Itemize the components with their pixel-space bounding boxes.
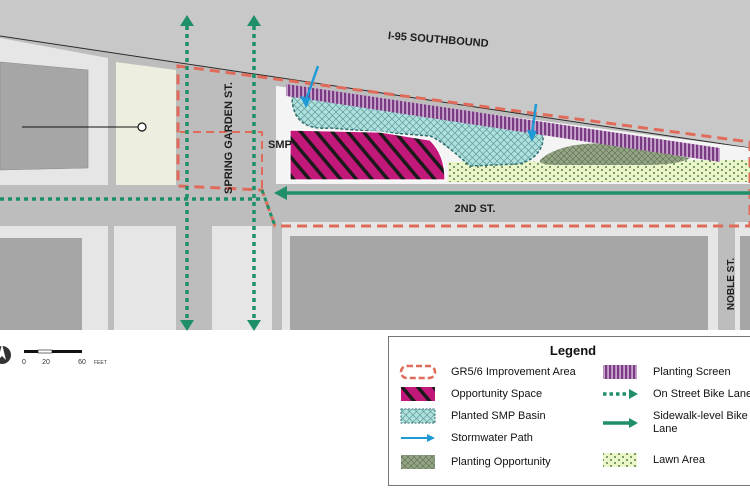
lower-block-2 (114, 226, 176, 330)
far-right-building (740, 236, 750, 330)
on-street-bike-lane-vertical-2 (247, 15, 261, 331)
on-street-bike-lane-vertical-1 (180, 15, 194, 331)
legend-label: Sidewalk-level Bike Lane (653, 410, 748, 435)
legend-item-sidewalk-bike-lane: Sidewalk-level Bike Lane (601, 409, 750, 437)
legend-item-smp-basin: Planted SMP Basin (399, 405, 546, 427)
lower-left-building (0, 238, 82, 330)
improvement-area-inner (180, 131, 263, 190)
on-street-bike-lane-diagonal (260, 189, 277, 227)
legend-label: GR5/6 Improvement Area (451, 365, 576, 378)
legend-label: On Street Bike Lane (653, 387, 750, 400)
lower-right-building (290, 236, 708, 330)
north-arrow-icon (0, 344, 11, 364)
legend-title: Legend (549, 343, 597, 358)
stormwater-path-1 (300, 65, 320, 108)
legend: Legend GR5/6 Improvement Area Opportunit… (388, 336, 750, 486)
spring-garden-street-label: SPRING GARDEN ST. (223, 82, 235, 194)
sidewalk-bike-lane (274, 186, 750, 200)
scale-segment-1 (24, 350, 38, 353)
legend-label: Opportunity Space (451, 387, 543, 400)
green-solid-arrow-icon (603, 418, 638, 428)
legend-label: Lawn Area (653, 453, 705, 466)
legend-item-lawn-area: Lawn Area (601, 449, 705, 471)
smp-callout: SMP (268, 139, 292, 151)
planted-smp-basin (291, 95, 544, 167)
park-parcel (116, 62, 176, 185)
legend-item-opportunity-space: Opportunity Space (399, 383, 542, 405)
purple-stripes-icon (603, 365, 637, 379)
scale-segment-3 (52, 350, 82, 353)
scale-tick-0: 0 (22, 359, 26, 366)
teal-crosshatch-icon (400, 408, 436, 424)
scale-segment-2 (37, 349, 53, 354)
scale-unit: FEET (94, 360, 107, 366)
legend-label: Planting Opportunity (451, 455, 551, 468)
site-plan-map: I-95 SOUTHBOUND SPRING GARDEN ST. 2ND ST… (0, 0, 750, 331)
green-dots-icon (603, 453, 637, 467)
improvement-area-outline (176, 64, 750, 228)
scale-tick-60: 60 (78, 359, 86, 366)
magenta-hatch-icon (401, 387, 435, 401)
lower-block-3 (212, 226, 272, 330)
leader-dot (137, 122, 147, 132)
legend-label: Stormwater Path (451, 431, 533, 444)
opportunity-space (289, 129, 446, 181)
legend-label: Planting Screen (653, 365, 731, 378)
green-crosshatch-icon (401, 455, 435, 469)
scale-bar-area: 0 20 60 FEET (0, 344, 107, 366)
legend-label: Planted SMP Basin (451, 409, 546, 422)
planting-screen (286, 84, 720, 162)
green-dotted-arrow-icon (603, 389, 638, 399)
blue-arrow-icon (401, 434, 435, 442)
stormwater-path-2 (527, 103, 538, 142)
lawn-area (448, 160, 750, 182)
legend-item-stormwater-path: Stormwater Path (399, 427, 533, 449)
legend-item-on-street-bike-lane: On Street Bike Lane (601, 383, 750, 405)
legend-item-improvement-area: GR5/6 Improvement Area (399, 361, 576, 383)
dashed-outline-icon (399, 364, 437, 380)
noble-street-label: NOBLE ST. (726, 258, 737, 310)
planting-opportunity-area (539, 143, 690, 165)
left-building (0, 61, 89, 171)
scale-tick-20: 20 (42, 359, 50, 366)
second-street-label: 2ND ST. (455, 203, 496, 215)
legend-item-planting-opportunity: Planting Opportunity (399, 451, 551, 473)
legend-item-planting-screen: Planting Screen (601, 361, 731, 383)
